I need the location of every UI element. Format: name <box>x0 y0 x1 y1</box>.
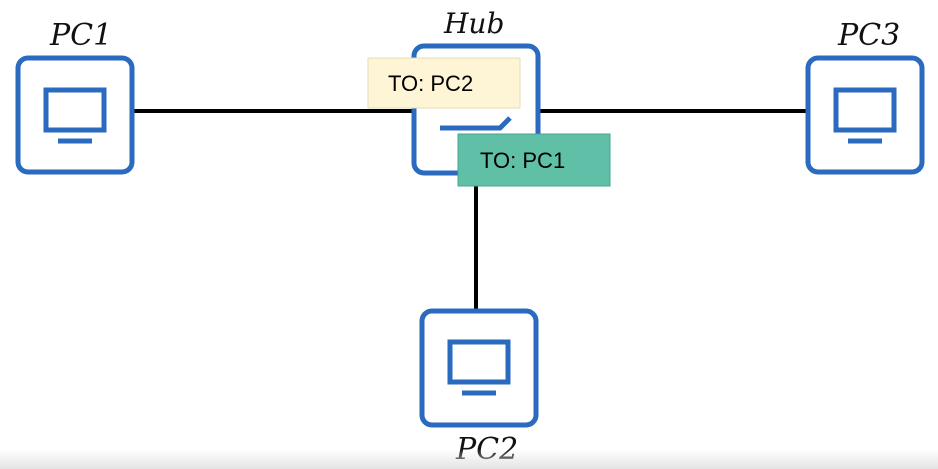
frame-to-pc2: TO: PC2 <box>367 57 521 109</box>
frame-to-pc1: TO: PC1 <box>457 133 611 187</box>
pc3-label: PC3 <box>837 18 900 53</box>
pc3-device[interactable]: PC3 <box>805 18 925 175</box>
frame-to-pc1-label: TO: PC1 <box>480 148 565 173</box>
monitor-icon <box>833 87 897 144</box>
pc1-label: PC1 <box>49 18 112 53</box>
pc3-box <box>805 55 925 175</box>
pc1-box <box>15 55 135 175</box>
pc1-device[interactable]: PC1 <box>15 18 135 175</box>
hub-label: Hub <box>443 7 504 40</box>
hub-arrow-icon <box>440 116 512 131</box>
frame-to-pc1-box <box>457 133 611 187</box>
monitor-icon <box>43 87 107 144</box>
frame-to-pc2-label: TO: PC2 <box>388 71 473 96</box>
monitor-icon <box>447 339 511 396</box>
frame-to-pc2-box <box>367 57 521 109</box>
bottom-fade <box>0 449 938 469</box>
pc2-device[interactable]: PC2 <box>419 308 539 467</box>
pc2-box <box>419 308 539 428</box>
